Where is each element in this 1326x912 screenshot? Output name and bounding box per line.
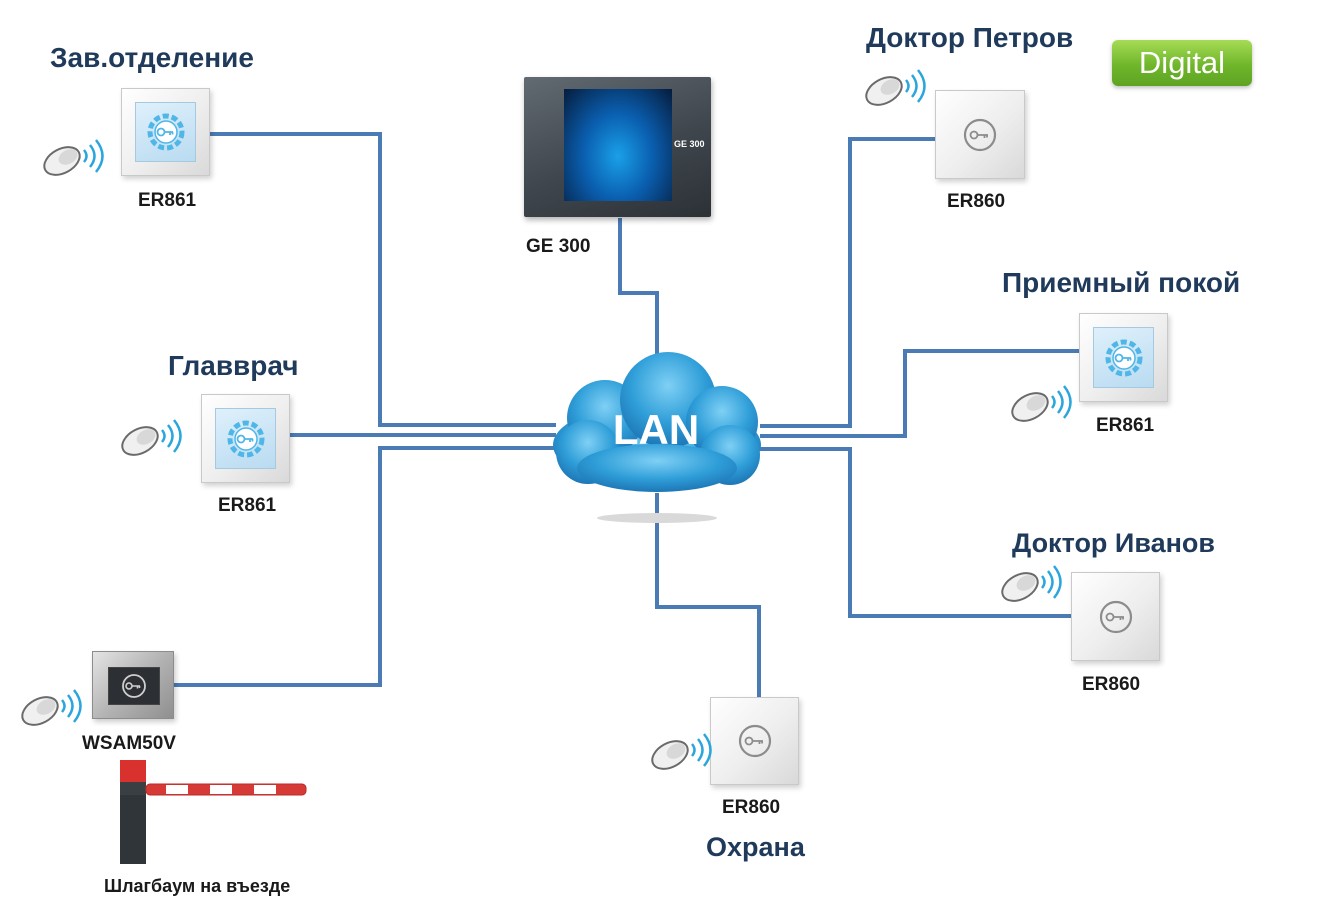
wire-wsam <box>174 446 556 687</box>
node-title-petrov: Доктор Петров <box>866 22 1074 53</box>
digital-badge: Digital <box>1112 40 1252 86</box>
key-icon <box>1099 600 1132 633</box>
controller-monitor-icon: GE 300 <box>524 77 711 217</box>
reader-er860-petrov <box>935 90 1025 179</box>
key-icon <box>227 420 264 457</box>
wire-petrov <box>760 137 935 428</box>
barrier-caption: Шлагбаум на въезде <box>104 876 291 896</box>
node-model-priem: ER861 <box>1096 415 1155 436</box>
node-title-ivanov: Доктор Иванов <box>1012 528 1215 558</box>
wire-controller <box>618 218 659 370</box>
wire-zav <box>210 132 556 427</box>
rfid-tag-icon <box>1001 565 1062 602</box>
barrier-icon <box>120 760 307 864</box>
lan-label: LAN <box>612 406 700 453</box>
node-model-ivanov: ER860 <box>1082 674 1141 695</box>
controller-caption: GE 300 <box>526 236 591 257</box>
rfid-tag-icon <box>121 419 182 456</box>
rfid-tag-icon <box>43 139 104 176</box>
wire-ivanov <box>760 447 1071 618</box>
reader-er861-priem <box>1079 313 1168 402</box>
reader-er860-ohrana <box>710 697 799 785</box>
key-icon <box>963 118 997 151</box>
reader-er861-zav <box>121 88 210 176</box>
rfid-tag-icon <box>651 733 712 770</box>
key-icon <box>122 674 146 698</box>
node-title-glav: Главврач <box>168 350 299 381</box>
key-icon <box>738 724 771 758</box>
node-model-wsam: WSAM50V <box>82 733 176 754</box>
cloud-icon <box>553 352 761 492</box>
node-title-priem: Приемный покой <box>1002 267 1241 298</box>
wire-priem <box>760 349 1079 438</box>
reader-wsam50v <box>92 651 174 719</box>
controller-screen <box>564 89 672 201</box>
node-title-zav: Зав.отделение <box>50 42 254 73</box>
rfid-tag-icon <box>865 69 926 106</box>
cloud-shadow <box>597 513 717 523</box>
reader-er860-ivanov <box>1071 572 1160 661</box>
node-model-petrov: ER860 <box>947 191 1006 212</box>
rfid-tag-icon <box>1011 385 1072 422</box>
key-icon <box>1105 339 1142 376</box>
node-title-ohrana: Охрана <box>706 832 805 862</box>
rfid-tag-icon <box>21 689 82 726</box>
wire-ohrana <box>655 493 761 697</box>
node-model-zav: ER861 <box>138 190 197 211</box>
controller-screen-label: GE 300 <box>674 139 705 149</box>
key-icon <box>147 113 184 151</box>
node-model-ohrana: ER860 <box>722 797 781 818</box>
node-model-glav: ER861 <box>218 495 277 516</box>
reader-er861-glav <box>201 394 290 483</box>
